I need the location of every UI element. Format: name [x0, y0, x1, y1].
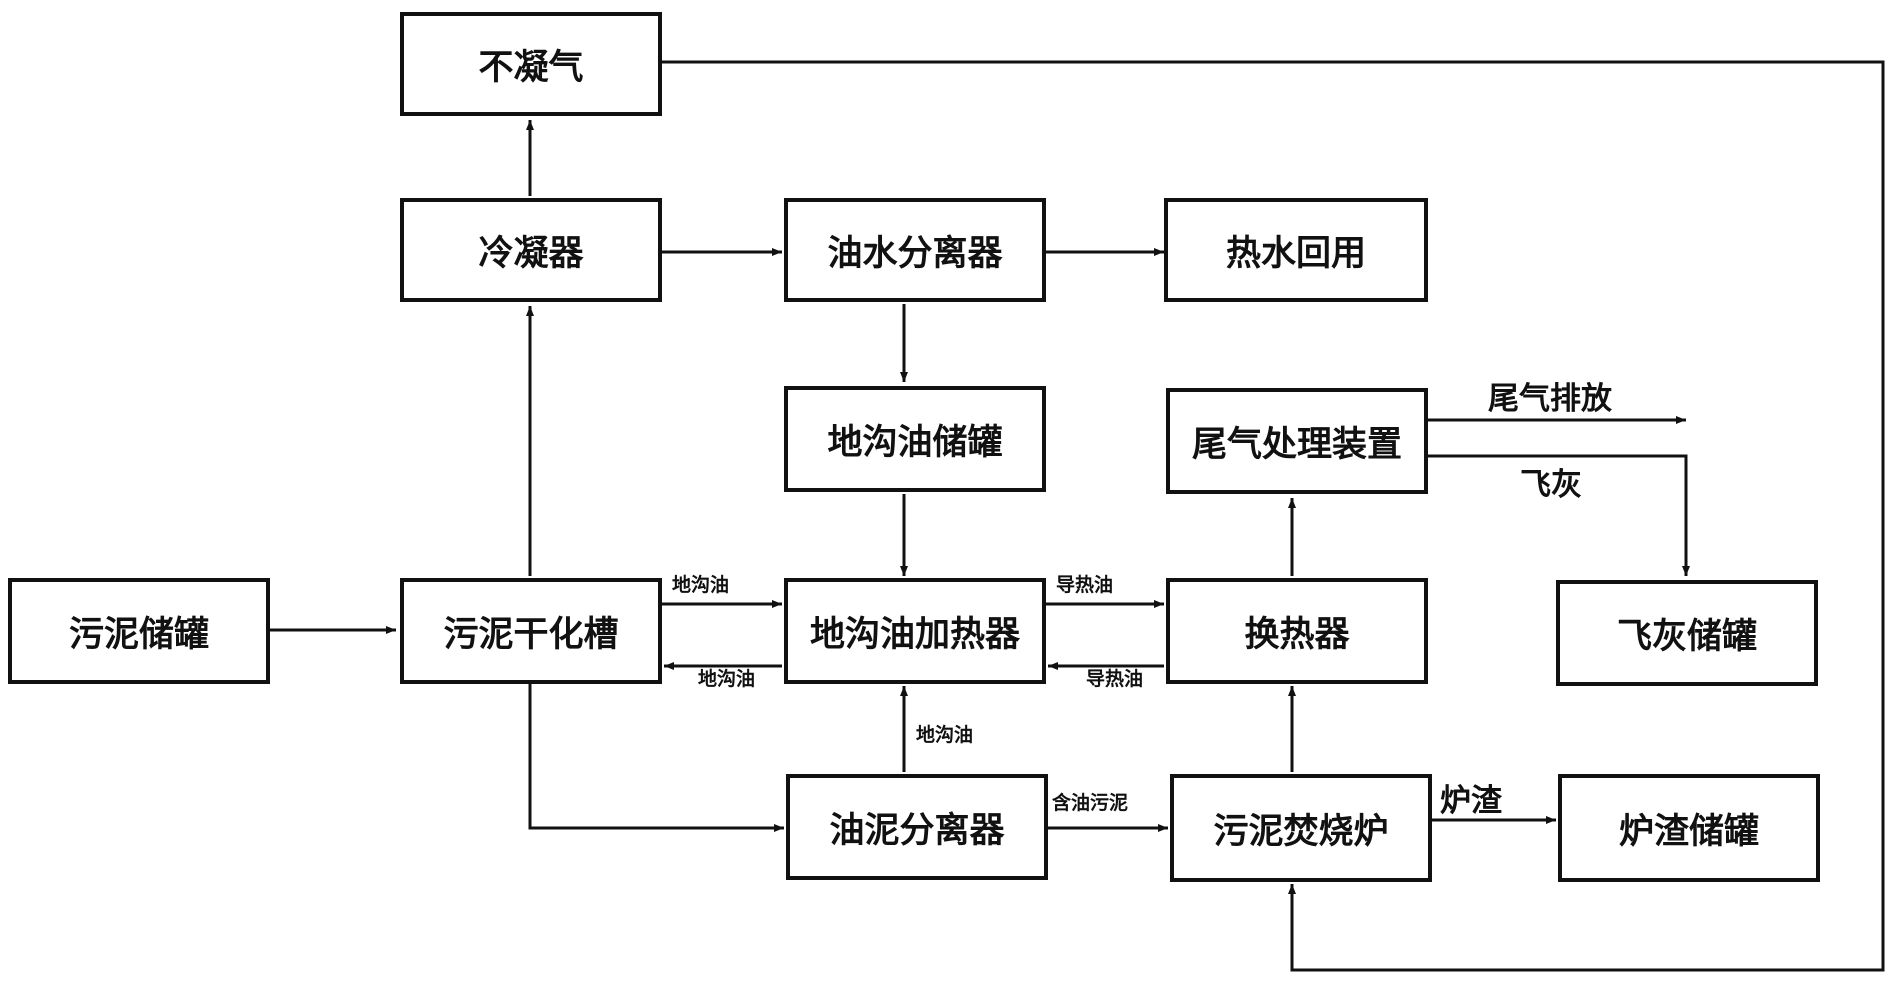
node-gutter-oil-tank: 地沟油储罐 [784, 386, 1046, 492]
arrow-tailgas-to-flyash [1428, 454, 1690, 576]
node-slag-tank: 炉渣储罐 [1558, 774, 1820, 882]
edge-label-gutter-oil-return: 地沟油 [698, 668, 756, 690]
arrow-gas-to-incinerator [662, 60, 1885, 972]
node-label: 炉渣储罐 [1618, 811, 1759, 852]
node-label: 污泥干化槽 [443, 614, 619, 655]
node-label: 地沟油加热器 [809, 614, 1020, 655]
edge-label-heat-oil-return: 导热油 [1086, 668, 1144, 690]
node-sludge-tank: 污泥储罐 [8, 578, 270, 684]
node-oil-sludge-separator: 油泥分离器 [786, 774, 1048, 880]
edge-label-gutter-oil-from-separator: 地沟油 [916, 724, 974, 746]
node-label: 油水分离器 [827, 233, 1003, 274]
node-label: 冷凝器 [478, 233, 584, 274]
edge-label-tail-gas-emission: 尾气排放 [1488, 381, 1612, 417]
edge-label-gutter-oil-to-heater: 地沟油 [672, 574, 730, 596]
node-label: 尾气处理装置 [1191, 424, 1402, 465]
node-hot-water-reuse: 热水回用 [1164, 198, 1428, 302]
node-gutter-oil-heater: 地沟油加热器 [784, 578, 1046, 684]
node-tail-gas-treatment: 尾气处理装置 [1166, 388, 1428, 494]
node-label: 油泥分离器 [829, 810, 1005, 851]
arrow-drying-to-oilsludge [528, 684, 784, 832]
node-label: 地沟油储罐 [827, 422, 1003, 463]
node-label: 热水回用 [1225, 233, 1366, 274]
edge-label-fly-ash: 飞灰 [1520, 467, 1582, 503]
node-label: 不凝气 [478, 47, 584, 88]
node-sludge-drying-tank: 污泥干化槽 [400, 578, 662, 684]
node-condenser: 冷凝器 [400, 198, 662, 302]
node-label: 污泥焚烧炉 [1213, 811, 1389, 852]
node-label: 污泥储罐 [68, 614, 209, 655]
node-heat-exchanger: 换热器 [1166, 578, 1428, 684]
node-label: 换热器 [1244, 614, 1350, 655]
node-label: 飞灰储罐 [1616, 616, 1757, 657]
node-non-condensable-gas: 不凝气 [400, 12, 662, 116]
edge-label-slag: 炉渣 [1440, 783, 1502, 819]
edge-label-oily-sludge: 含油污泥 [1052, 792, 1129, 814]
node-sludge-incinerator: 污泥焚烧炉 [1170, 774, 1432, 882]
edge-label-heat-oil-to-exchanger: 导热油 [1056, 574, 1114, 596]
node-oil-water-separator: 油水分离器 [784, 198, 1046, 302]
node-fly-ash-tank: 飞灰储罐 [1556, 580, 1818, 686]
